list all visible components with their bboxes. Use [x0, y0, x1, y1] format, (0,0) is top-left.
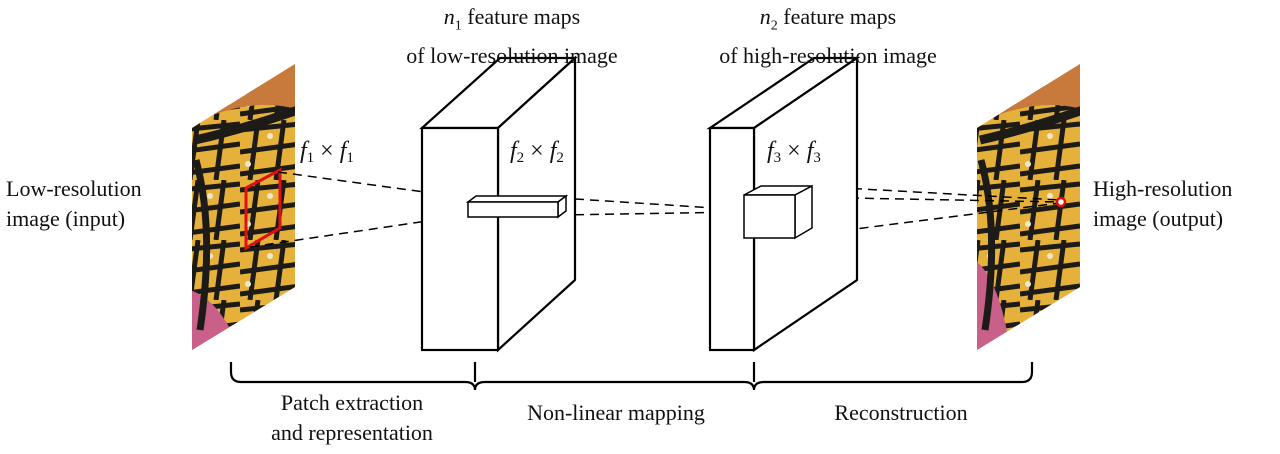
- output-image: [977, 64, 1080, 350]
- filter2-a: f: [510, 138, 517, 164]
- layer2-sub: 2: [770, 18, 778, 34]
- stage-patch-extraction: Patch extraction and representation: [236, 388, 468, 448]
- filter2-b-sub: 2: [556, 150, 564, 166]
- layer1-var: n: [443, 4, 455, 29]
- output-pixel-marker: [1055, 196, 1067, 208]
- layer1-line2: of low-resolution image: [406, 43, 618, 69]
- layer2-var: n: [759, 4, 771, 29]
- stage-mapping-text: Non-linear mapping: [527, 400, 705, 425]
- layer2-line1-rest: feature maps: [777, 4, 897, 29]
- filter1-label: f1 × f1: [300, 138, 354, 167]
- input-label: Low-resolution image (input): [6, 174, 142, 234]
- stage-patch-line1: Patch extraction: [280, 390, 424, 415]
- filter-box-2: [465, 194, 569, 219]
- filter2-times: ×: [524, 138, 550, 164]
- output-label: High-resolution image (output): [1093, 174, 1232, 234]
- layer2-line2: of high-resolution image: [719, 43, 937, 69]
- filter-box-3: [743, 184, 813, 240]
- stage-reconstruction-text: Reconstruction: [834, 400, 968, 425]
- filter3-a: f: [767, 138, 774, 164]
- stage-braces: [229, 362, 1034, 391]
- filter1-times: ×: [314, 138, 340, 164]
- filter1-b: f: [339, 138, 347, 164]
- output-label-line2: image (output): [1093, 206, 1224, 231]
- filter3-times: ×: [781, 138, 807, 164]
- filter3-b-sub: 3: [813, 150, 821, 166]
- input-patch-outline: [244, 167, 282, 251]
- layer1-sub: 1: [454, 18, 462, 34]
- output-label-line1: High-resolution: [1093, 176, 1233, 201]
- stage-nonlinear-mapping: Non-linear mapping: [486, 398, 746, 428]
- input-label-line2: image (input): [6, 206, 126, 231]
- layer1-title: n1 feature maps of low-resolution image: [372, 2, 652, 71]
- filter2-a-sub: 2: [516, 150, 525, 166]
- filter3-b: f: [806, 138, 814, 164]
- layer2-title: n2 feature maps of high-resolution image: [686, 2, 970, 71]
- input-label-line1: Low-resolution: [6, 176, 142, 201]
- projection-lines: [249, 171, 1061, 248]
- filter3-label: f3 × f3: [767, 138, 821, 167]
- filter3-a-sub: 3: [773, 150, 782, 166]
- stage-patch-line2: and representation: [271, 420, 433, 445]
- filter2-label: f2 × f2: [510, 138, 564, 167]
- filter2-b: f: [549, 138, 557, 164]
- filter1-a-sub: 1: [306, 150, 315, 166]
- filter1-a: f: [300, 138, 307, 164]
- layer1-line1-rest: feature maps: [461, 4, 581, 29]
- stage-reconstruction: Reconstruction: [770, 398, 1032, 428]
- filter1-b-sub: 1: [346, 150, 354, 166]
